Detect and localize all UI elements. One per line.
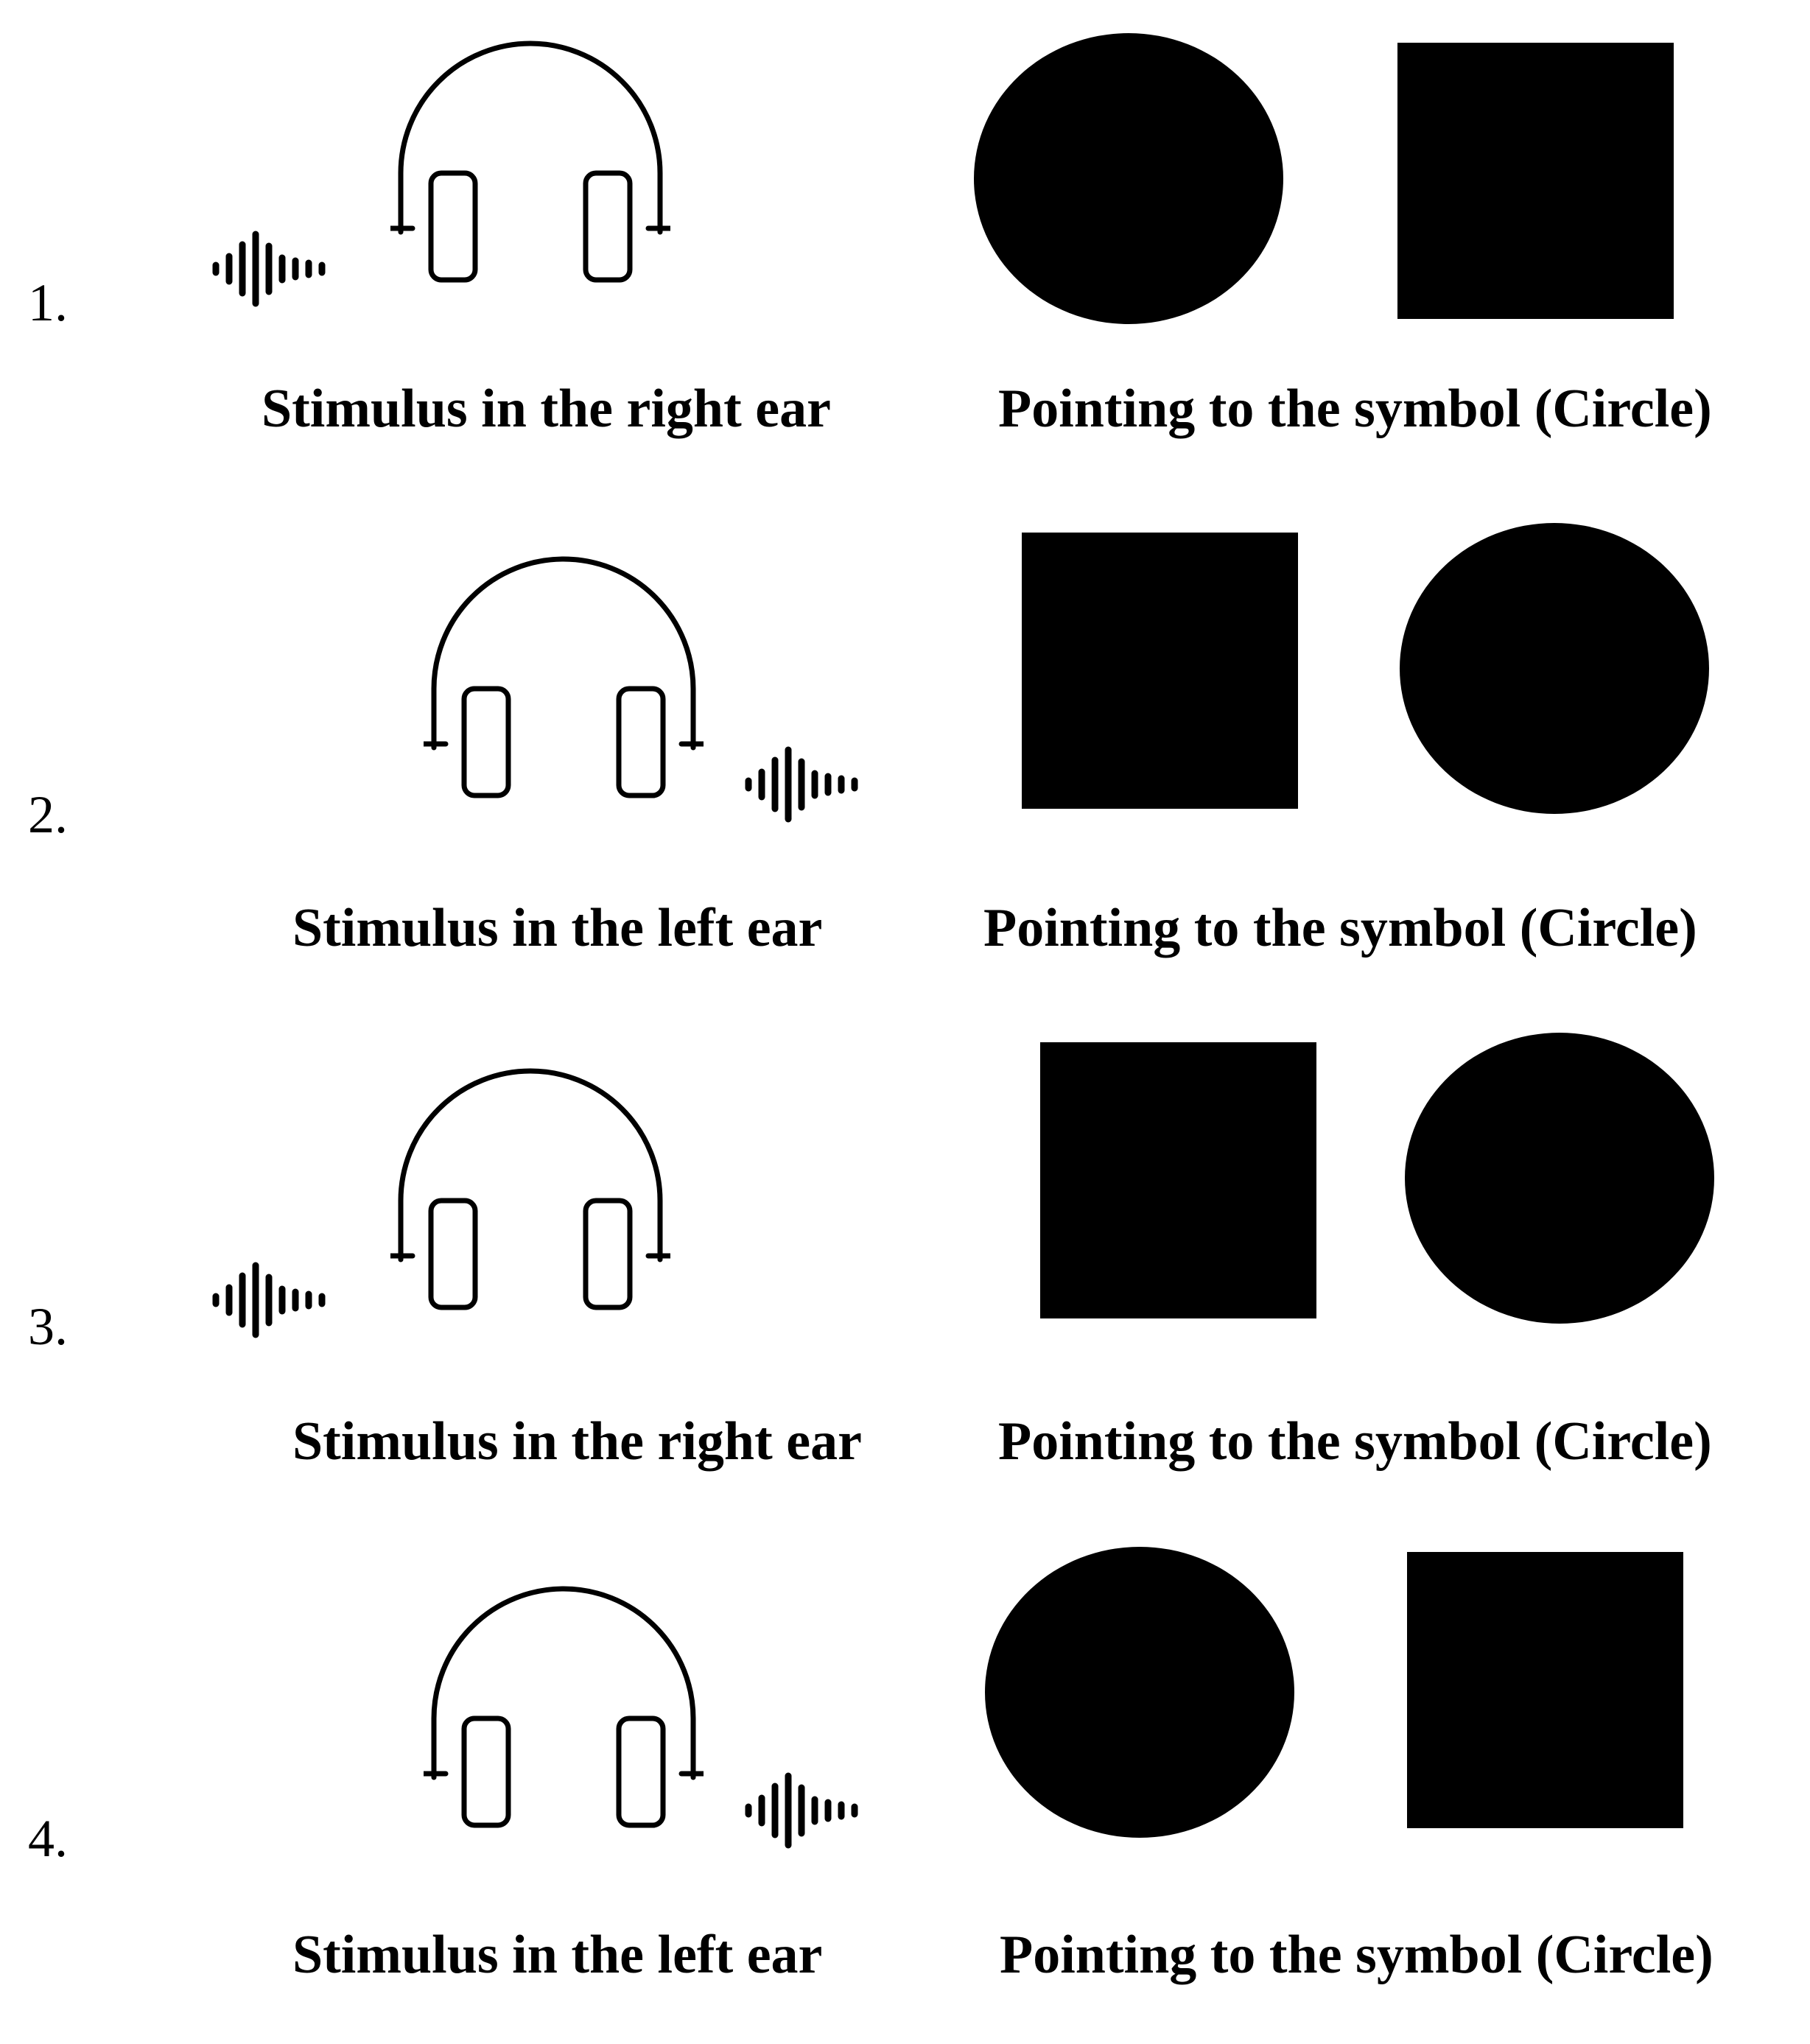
trial-1: 1. Stimulus in the right ear Pointing to…	[0, 0, 1810, 508]
stimulus-label: Stimulus in the right ear	[262, 379, 831, 439]
trial-2: 2. Stimulus in the left ear Pointing to …	[0, 512, 1810, 1020]
stimulus-label: Stimulus in the left ear	[292, 1925, 823, 1985]
response-label: Pointing to the symbol (Circle)	[998, 1411, 1712, 1472]
square-symbol	[1397, 43, 1674, 319]
response-label: Pointing to the symbol (Circle)	[998, 379, 1712, 439]
circle-symbol	[985, 1547, 1294, 1838]
sound-wave-icon	[212, 231, 326, 307]
circle-symbol	[1405, 1033, 1714, 1324]
response-label: Pointing to the symbol (Circle)	[1000, 1925, 1713, 1985]
sound-wave-icon	[745, 1772, 858, 1849]
square-symbol	[1040, 1042, 1316, 1318]
sound-wave-icon	[212, 1262, 326, 1338]
headphones-icon	[390, 1068, 670, 1310]
trial-4: 4. Stimulus in the left ear Pointing to …	[0, 1536, 1810, 2044]
trial-number: 3.	[28, 1297, 68, 1356]
trial-number: 2.	[28, 785, 68, 844]
headphones-icon	[424, 1586, 704, 1828]
square-symbol	[1022, 533, 1298, 809]
circle-symbol	[1400, 523, 1709, 814]
square-symbol	[1407, 1552, 1683, 1828]
headphones-icon	[390, 41, 670, 283]
trial-number: 1.	[28, 273, 68, 332]
trial-number: 4.	[28, 1809, 68, 1868]
sound-wave-icon	[745, 746, 858, 823]
stimulus-label: Stimulus in the right ear	[292, 1411, 862, 1472]
response-label: Pointing to the symbol (Circle)	[983, 898, 1697, 958]
trial-3: 3. Stimulus in the right ear Pointing to…	[0, 1024, 1810, 1532]
headphones-icon	[424, 556, 704, 798]
stimulus-label: Stimulus in the left ear	[292, 898, 823, 958]
circle-symbol	[974, 33, 1283, 324]
